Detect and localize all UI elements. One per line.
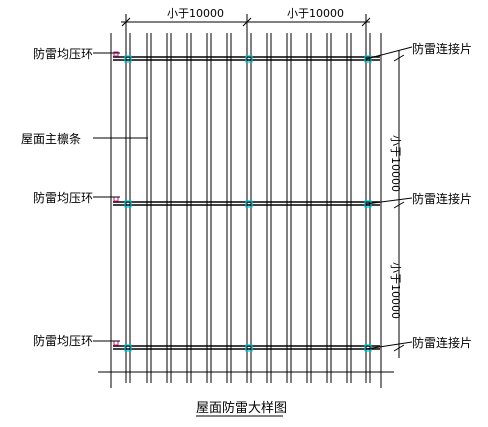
dimension-group xyxy=(121,14,405,358)
roof-frame xyxy=(98,33,394,388)
purlin xyxy=(326,33,332,383)
purlin xyxy=(306,33,312,383)
purlin xyxy=(226,33,232,383)
dimension-tick-left xyxy=(121,17,131,27)
connector-marker xyxy=(364,200,372,208)
connector-marker xyxy=(245,200,253,208)
connector-marker xyxy=(124,55,132,63)
dimension-tick-middle xyxy=(242,17,252,27)
purlin xyxy=(166,33,172,383)
label-main-purlin: 屋面主檩条 xyxy=(21,131,81,146)
label-connector-top: 防雷连接片 xyxy=(412,41,472,56)
ring-marker xyxy=(113,51,119,57)
dimension-label-right-upper: 小于10000 xyxy=(389,135,402,192)
leader-connector-middle xyxy=(365,197,413,205)
connector-marker xyxy=(245,344,253,352)
ring-marker xyxy=(113,196,119,202)
label-ring-bottom: 防雷均压环 xyxy=(33,333,93,348)
purlin xyxy=(146,33,152,383)
purlin xyxy=(186,33,192,383)
dimension-label-top-right: 小于10000 xyxy=(287,7,344,20)
leader-connector-bottom xyxy=(365,341,413,350)
label-ring-top: 防雷均压环 xyxy=(33,46,93,61)
dimension-label-top-left: 小于10000 xyxy=(167,7,224,20)
dimension-label-right-lower: 小于10000 xyxy=(389,262,402,319)
dimension-tick-bottom xyxy=(393,344,405,352)
purlin xyxy=(206,33,212,383)
purlin xyxy=(125,33,131,383)
label-connector-bottom: 防雷连接片 xyxy=(412,335,472,350)
connector-marker xyxy=(364,55,372,63)
connector-marker xyxy=(124,200,132,208)
leader-connector-top xyxy=(365,46,413,60)
connector-marker xyxy=(124,344,132,352)
label-ring-middle: 防雷均压环 xyxy=(33,190,93,205)
connector-marker xyxy=(245,55,253,63)
purlin xyxy=(346,33,352,383)
dimension-tick-mid xyxy=(393,201,405,209)
purlin xyxy=(286,33,292,383)
ring-beam xyxy=(113,196,380,208)
purlin xyxy=(365,33,371,383)
dimension-tick-top xyxy=(393,54,405,62)
ring-beam-group xyxy=(113,51,380,352)
label-connector-middle: 防雷连接片 xyxy=(412,191,472,206)
purlin-group xyxy=(125,33,371,383)
purlin xyxy=(246,33,252,383)
purlin xyxy=(266,33,272,383)
ring-marker xyxy=(113,340,119,346)
leader-lines xyxy=(93,46,413,350)
dimension-tick-right xyxy=(361,17,371,27)
diagram-title: 屋面防雷大样图 xyxy=(196,400,287,416)
ring-beam xyxy=(113,51,380,63)
